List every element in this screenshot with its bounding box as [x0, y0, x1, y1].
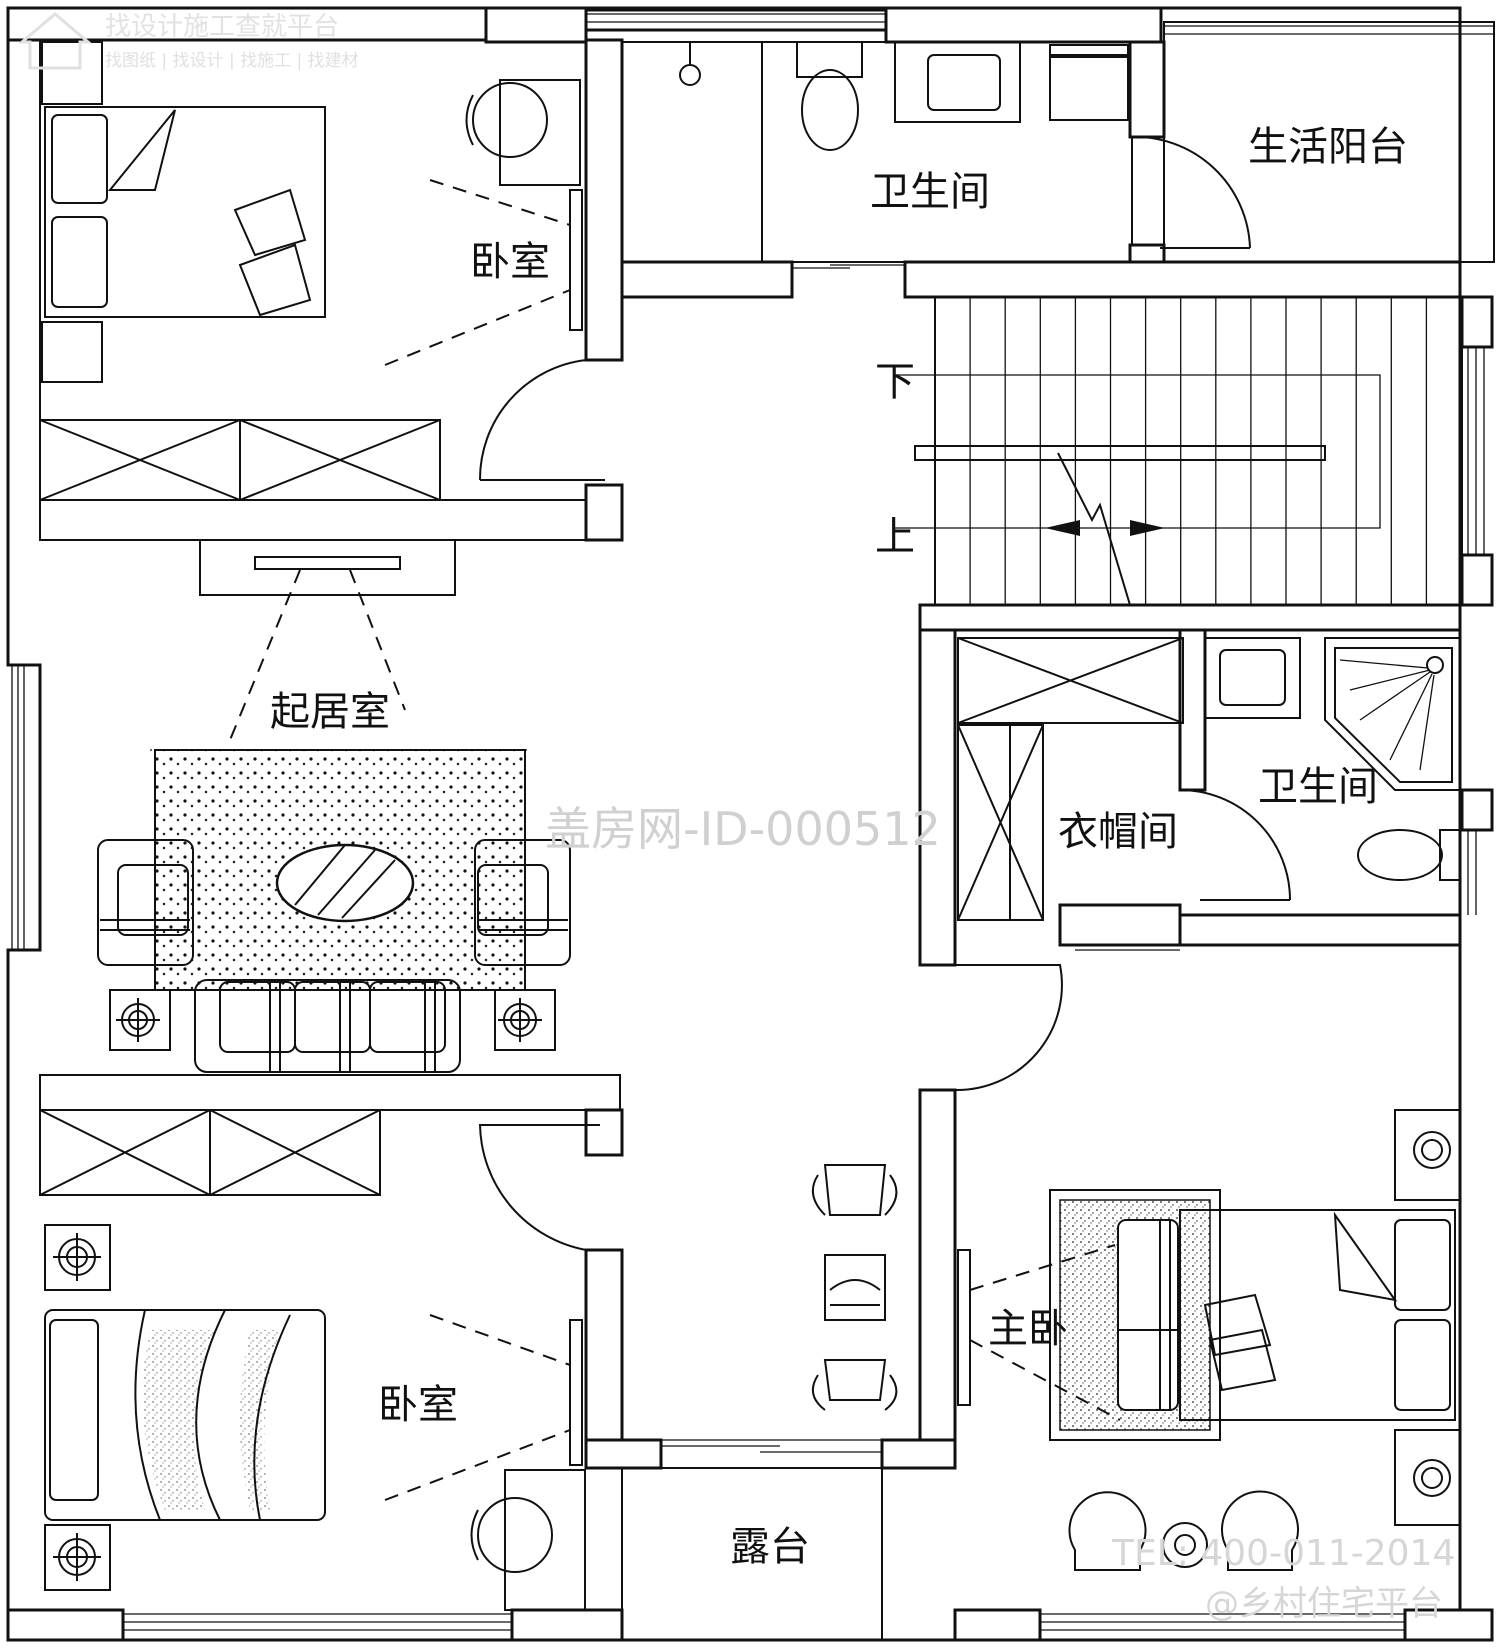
master-nightstand-2: [1394, 1429, 1461, 1526]
master-bed: [1049, 1189, 1456, 1441]
label-utility-balcony: 生活阳台: [1248, 124, 1408, 170]
bed-top: [41, 41, 326, 383]
desk-bottom: [470, 1469, 586, 1611]
door-swings: [478, 135, 1291, 1251]
bed-bottom: [44, 1309, 326, 1521]
tv-top: [569, 189, 583, 331]
label-bedroom-bottom: 卧室: [378, 1382, 458, 1428]
ensuite-fixtures: [1204, 637, 1461, 881]
label-stairs-down: 下: [875, 359, 915, 405]
master-lounge-set: [1068, 1490, 1299, 1571]
label-cloakroom: 衣帽间: [1058, 809, 1178, 855]
stair-arrow-left: [1045, 520, 1080, 536]
label-bedroom-top: 卧室: [470, 239, 550, 285]
side-table-lamp-left: [109, 989, 171, 1051]
desk-top: [465, 79, 581, 186]
stairs: [895, 296, 1463, 606]
master-tv: [957, 1249, 971, 1406]
label-terrace: 露台: [730, 1524, 810, 1570]
watermark-brand: @乡村住宅平台: [1205, 1584, 1443, 1624]
watermark-phone: TEL: 400-011-2014: [1111, 1533, 1455, 1574]
nightstand-bottom-2: [44, 1524, 111, 1591]
dining-set: [811, 1164, 898, 1411]
stair-break-line: [1057, 452, 1131, 606]
label-stairs-up: 上: [875, 514, 915, 560]
wardrobe-bottom: [39, 1109, 381, 1196]
wardrobe-cloak: [957, 637, 1184, 921]
tv-bottom: [569, 1319, 583, 1466]
coffee-table: [275, 843, 415, 923]
stair-handrail: [914, 445, 1326, 461]
logo-icon: [17, 12, 93, 70]
label-bathroom-top: 卫生间: [870, 169, 990, 215]
stair-arrow-right: [1130, 520, 1165, 536]
watermark-top-subtitle: 找图纸 | 找设计 | 找施工 | 找建材: [105, 51, 359, 71]
label-bathroom-ensuite: 卫生间: [1258, 764, 1378, 810]
bathroom-top-fixtures: [621, 41, 1129, 263]
tv-cabinet: [199, 539, 456, 596]
nightstand-bottom-1: [44, 1224, 111, 1291]
wardrobe-top: [39, 419, 441, 501]
armchair-right: [474, 839, 571, 966]
master-nightstand-1: [1394, 1109, 1461, 1201]
armchair-left: [97, 839, 194, 966]
watermark-top-title: 找设计施工查就平台: [105, 12, 339, 42]
label-living-room: 起居室: [270, 689, 390, 735]
watermark-center-id: 盖房网-ID-000512: [545, 802, 941, 856]
side-table-lamp-right: [494, 989, 556, 1051]
sofa: [194, 979, 461, 1073]
label-master-bedroom: 主卧: [988, 1306, 1068, 1352]
